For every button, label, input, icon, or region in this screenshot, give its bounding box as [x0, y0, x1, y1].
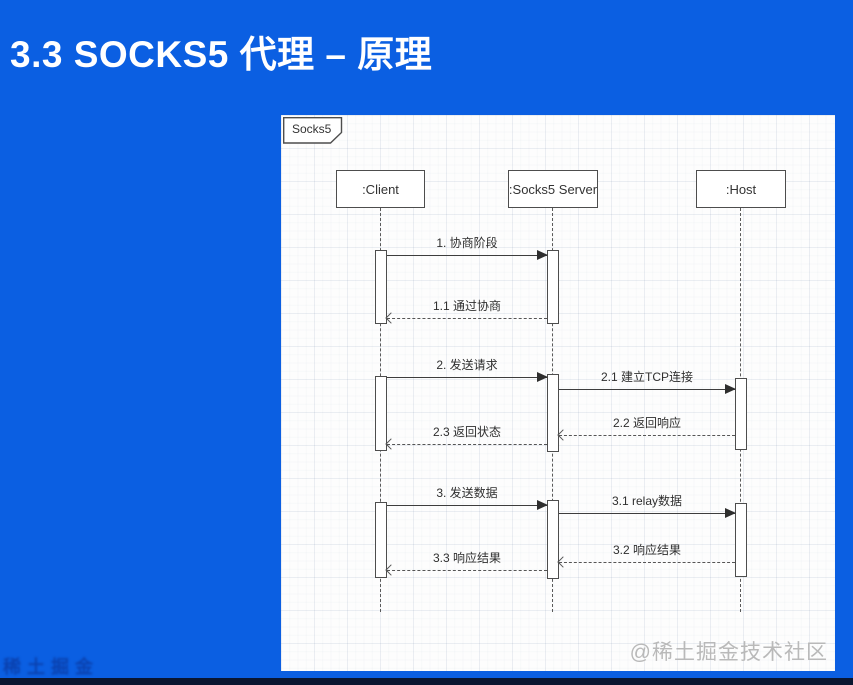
bottom-edge-bar [0, 678, 853, 685]
message-3-1-label: 3.1 relay数据 [611, 494, 683, 508]
participant-socks5-server: :Socks5 Server [508, 170, 598, 208]
message-3-2: 3.2 响应结果 [557, 543, 735, 568]
message-3-3-label: 3.3 响应结果 [432, 551, 502, 565]
message-1-label: 1. 协商阶段 [436, 236, 498, 250]
message-1-1-label: 1.1 通过协商 [432, 299, 502, 313]
message-1-1-line [385, 312, 547, 324]
arrowhead-open-left-icon [385, 564, 397, 576]
participant-server-label: :Socks5 Server [508, 181, 598, 197]
message-3-2-label: 3.2 响应结果 [612, 543, 682, 557]
message-1-line [387, 250, 548, 260]
faint-brand-watermark: 稀土掘金 [3, 657, 99, 677]
frame-tab: Socks5 [283, 117, 343, 144]
arrowhead-open-left-icon [385, 438, 397, 450]
message-2-2: 2.2 返回响应 [557, 416, 735, 441]
message-3: 3. 发送数据 [387, 486, 548, 510]
message-3-label: 3. 发送数据 [436, 486, 498, 500]
participant-client-label: :Client [362, 181, 399, 197]
arrowhead-filled-right-icon [725, 508, 736, 518]
arrowhead-filled-right-icon [537, 250, 548, 260]
message-2-1-label: 2.1 建立TCP连接 [600, 370, 694, 384]
arrowhead-filled-right-icon [537, 500, 548, 510]
message-2-1: 2.1 建立TCP连接 [559, 370, 736, 394]
arrowhead-open-left-icon [557, 556, 569, 568]
activation-server-3 [547, 500, 559, 579]
frame-label: Socks5 [292, 122, 332, 136]
sequence-diagram-panel: Socks5 :Client :Socks5 Server :Host 1. 协… [281, 115, 835, 671]
activation-client-3 [375, 502, 387, 578]
participant-host: :Host [696, 170, 786, 208]
message-2-3-line [385, 438, 547, 450]
activation-client-1 [375, 250, 387, 324]
arrowhead-open-left-icon [557, 429, 569, 441]
message-3-2-line [557, 556, 735, 568]
activation-host-2 [735, 378, 747, 450]
activation-host-3 [735, 503, 747, 577]
message-3-3: 3.3 响应结果 [385, 551, 547, 576]
message-2-1-line [559, 384, 736, 394]
message-2-2-line [557, 429, 735, 441]
activation-server-1 [547, 250, 559, 324]
message-1: 1. 协商阶段 [387, 236, 548, 260]
message-3-line [387, 500, 548, 510]
activation-server-2 [547, 374, 559, 452]
message-2-2-label: 2.2 返回响应 [612, 416, 682, 430]
message-2-line [387, 372, 548, 382]
participant-host-label: :Host [725, 181, 757, 197]
arrowhead-filled-right-icon [725, 384, 736, 394]
community-watermark: @稀土掘金技术社区 [629, 641, 828, 664]
message-2: 2. 发送请求 [387, 358, 548, 382]
participant-client: :Client [336, 170, 425, 208]
arrowhead-open-left-icon [385, 312, 397, 324]
message-3-3-line [385, 564, 547, 576]
message-3-1: 3.1 relay数据 [559, 494, 736, 518]
activation-client-2 [375, 376, 387, 451]
message-2-3-label: 2.3 返回状态 [432, 425, 502, 439]
message-2-3: 2.3 返回状态 [385, 425, 547, 450]
frame-tab-shape [283, 117, 343, 144]
message-1-1: 1.1 通过协商 [385, 299, 547, 324]
message-2-label: 2. 发送请求 [436, 358, 498, 372]
arrowhead-filled-right-icon [537, 372, 548, 382]
message-3-1-line [559, 508, 736, 518]
page-title: 3.3 SOCKS5 代理 – 原理 [10, 34, 433, 75]
